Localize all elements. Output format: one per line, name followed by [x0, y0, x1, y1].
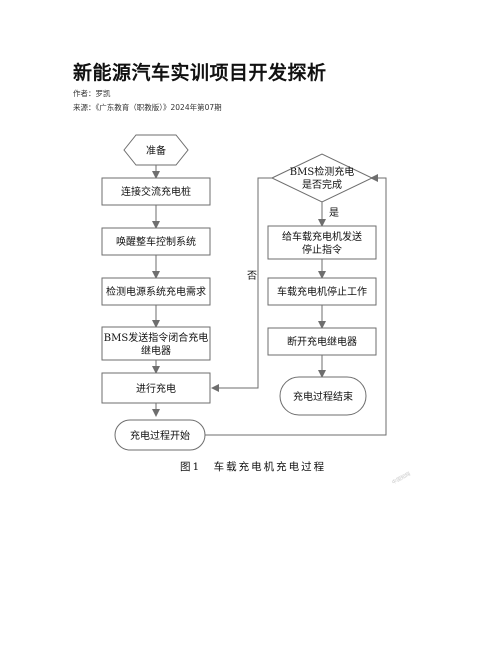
node-charging-label: 进行充电 — [136, 382, 176, 395]
node-stopwork-shape — [267, 277, 377, 306]
edge-start-bmscheck — [205, 174, 387, 436]
node-sendstop-label-2: 停止指令 — [302, 243, 342, 256]
node-disconnect-shape — [267, 327, 377, 356]
node-bmsclose-label-1: BMS发送指令闭合充电 — [104, 331, 208, 344]
edge-no-charging — [211, 177, 272, 392]
node-detect-label: 检测电源系统充电需求 — [106, 285, 206, 298]
node-connect-label: 连接交流充电桩 — [121, 185, 191, 198]
node-bmscheck-shape — [270, 153, 374, 203]
node-sendstop-label-1: 给车载充电机发送 — [282, 230, 362, 243]
node-disconnect-label: 断开充电继电器 — [287, 335, 357, 348]
node-bmsclose-label-2: 继电器 — [141, 344, 171, 357]
node-stopwork-label: 车载充电机停止工作 — [277, 285, 367, 298]
article-author: 作者：罗凯 — [73, 89, 111, 98]
node-prepare-label: 准备 — [146, 144, 166, 157]
node-connect-shape — [101, 177, 211, 206]
node-end-label: 充电过程结束 — [293, 390, 353, 403]
node-bmscheck-label-1: BMS检测充电 — [290, 165, 354, 178]
article-source: 来源：《广东教育（职教版）》2024年第07期 — [73, 103, 222, 112]
article-title: 新能源汽车实训项目开发探析 — [73, 62, 327, 84]
node-charging-shape — [101, 372, 211, 404]
node-wake-label: 唤醒整车控制系统 — [116, 235, 196, 248]
node-bmscheck-label-2: 是否完成 — [302, 178, 342, 191]
edge-label-no: 否 — [247, 270, 257, 282]
node-wake-shape — [101, 227, 211, 256]
node-end-shape — [279, 376, 367, 416]
figure-caption: 图1 车载充电机充电过程 — [180, 460, 326, 473]
node-start-shape — [114, 419, 206, 451]
node-start-label: 充电过程开始 — [130, 429, 190, 442]
watermark: 中国知网 — [391, 470, 412, 486]
node-detect-shape — [101, 277, 211, 306]
node-bmsclose-shape — [101, 326, 211, 361]
node-prepare-shape — [123, 134, 189, 166]
node-sendstop-shape — [267, 225, 377, 260]
edge-label-yes: 是 — [329, 207, 339, 219]
